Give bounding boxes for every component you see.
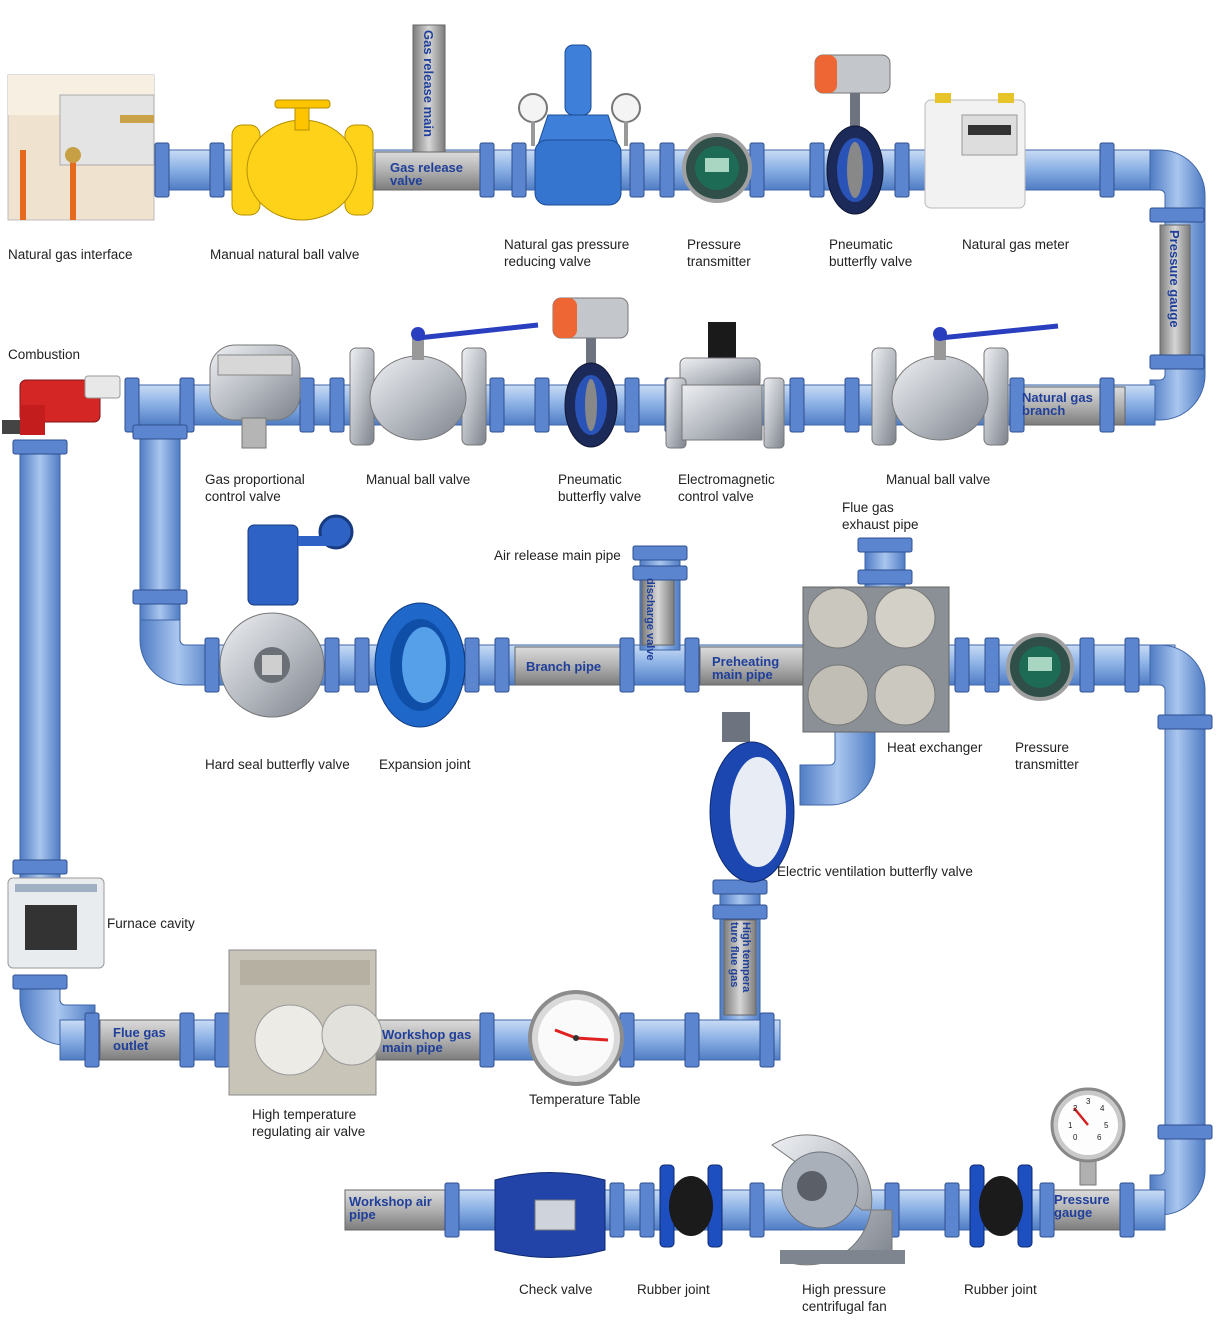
label-pneumatic-butterfly-top: Pneumatic butterfly valve: [829, 237, 913, 269]
pressure-transmitter-mid-icon: [1006, 633, 1074, 701]
rubber-joint-left-icon: [659, 1164, 723, 1248]
label-heat-exchanger: Heat exchanger: [887, 740, 983, 755]
label-pneumatic-butterfly-mid: Pneumatic butterfly valve: [558, 472, 642, 504]
pipe-label-workshop-gas-1: Workshop gas: [382, 1027, 471, 1042]
pneumatic-butterfly-valve-mid-icon: [552, 297, 629, 448]
label-hard-seal-butterfly: Hard seal butterfly valve: [205, 757, 350, 772]
pipe-label-workshop-air-2: pipe: [349, 1207, 376, 1222]
pipe-labels: Gas release main Gas release valve Press…: [113, 30, 1182, 1222]
label-pressure-transmitter-mid: Pressure transmitter: [1015, 740, 1079, 772]
pipe-label-high-temp-2: ture flue gas: [728, 922, 740, 987]
label-rubber-joint-left: Rubber joint: [637, 1282, 710, 1297]
pressure-transmitter-top-icon: [682, 133, 752, 203]
pipe-label-flue-gas-outlet-2: outlet: [113, 1038, 149, 1053]
label-high-temp-air-valve: High temperature regulating air valve: [252, 1107, 366, 1139]
gauge-tick-4: 4: [1100, 1104, 1105, 1113]
label-check-valve: Check valve: [519, 1282, 593, 1297]
label-natural-gas-interface: Natural gas interface: [8, 247, 133, 262]
hard-seal-butterfly-valve-icon: [219, 514, 354, 718]
pipe-label-flue-gas-outlet-1: Flue gas: [113, 1025, 166, 1040]
pipe-label-gas-release-main: Gas release main: [421, 30, 436, 137]
label-manual-ball-valve-right: Manual ball valve: [886, 472, 991, 487]
label-combustion: Combustion: [8, 347, 81, 362]
natural-gas-interface-photo: [7, 74, 155, 221]
pipe-label-gas-release-valve-2: valve: [390, 173, 423, 188]
centrifugal-fan-icon: [771, 1134, 905, 1266]
label-manual-natural-ball-valve: Manual natural ball valve: [210, 247, 360, 262]
rubber-joint-right-icon: [969, 1164, 1033, 1248]
expansion-joint-icon: [374, 602, 466, 728]
label-temperature-table: Temperature Table: [529, 1092, 641, 1107]
label-centrifugal-fan: High pressure centrifugal fan: [802, 1282, 887, 1314]
electromagnetic-valve-icon: [665, 322, 785, 449]
pipe-label-pressure-gauge-bottom-1: Pressure: [1054, 1192, 1110, 1207]
gauge-tick-2: 2: [1073, 1104, 1078, 1113]
label-gas-proportional-valve: Gas proportional control valve: [205, 472, 305, 504]
electric-ventilation-valve-icon: [709, 712, 795, 883]
pipe-label-workshop-air-1: Workshop air: [349, 1194, 432, 1209]
flanges: [12, 142, 1213, 1238]
gauge-tick-3: 3: [1086, 1097, 1091, 1106]
pressure-gauge-bottom-icon: 1 2 3 4 5 6 0: [1050, 1087, 1126, 1186]
gauge-tick-5: 5: [1104, 1121, 1109, 1130]
pipe-label-preheating-2: main pipe: [712, 667, 773, 682]
heat-exchanger-photo: [802, 586, 950, 733]
gauge-tick-0: 0: [1073, 1133, 1078, 1142]
pipe-label-preheating-1: Preheating: [712, 654, 779, 669]
label-rubber-joint-right: Rubber joint: [964, 1282, 1037, 1297]
label-electromagnetic-valve: Electromagnetic control valve: [678, 472, 775, 504]
furnace-cavity-icon: [7, 877, 105, 969]
label-flue-gas-exhaust-pipe: Flue gas exhaust pipe: [842, 500, 919, 532]
pipe-label-branch-pipe: Branch pipe: [526, 659, 601, 674]
temperature-table-icon: [528, 990, 624, 1086]
natural-gas-meter-icon: [924, 93, 1026, 209]
pipe-label-discharge-valve: discharge valve: [644, 578, 656, 661]
combustion-burner-icon: [2, 375, 121, 435]
pipe-label-natural-gas-branch-1: Natural gas: [1022, 390, 1093, 405]
gas-proportional-valve-icon: [209, 344, 301, 449]
label-natural-gas-meter: Natural gas meter: [962, 237, 1070, 252]
gauge-tick-1: 1: [1068, 1121, 1073, 1130]
pneumatic-butterfly-valve-top-icon: [814, 54, 891, 215]
pipe-label-high-temp-1: High tempera: [740, 922, 752, 993]
gauge-tick-6: 6: [1097, 1133, 1102, 1142]
label-furnace-cavity: Furnace cavity: [107, 916, 195, 931]
check-valve-icon: [494, 1172, 606, 1258]
pipe-label-pressure-gauge: Pressure gauge: [1167, 230, 1182, 328]
label-air-release-main-pipe: Air release main pipe: [494, 548, 621, 563]
manual-ball-valve-left-icon: [349, 322, 539, 446]
label-pressure-transmitter-top: Pressure transmitter: [687, 237, 751, 269]
manual-natural-ball-valve-icon: [231, 99, 374, 221]
label-pressure-reducing-valve: Natural gas pressure reducing valve: [504, 237, 630, 269]
pipe-label-gas-release-valve-1: Gas release: [390, 160, 463, 175]
high-temp-air-valve-photo: [228, 949, 383, 1096]
pipe-label-pressure-gauge-bottom-2: gauge: [1054, 1205, 1092, 1220]
label-electric-ventilation-valve: Electric ventilation butterfly valve: [777, 864, 973, 879]
manual-ball-valve-right-icon: [871, 323, 1059, 446]
pipe-label-workshop-gas-2: main pipe: [382, 1040, 443, 1055]
pressure-reducing-valve-icon: [518, 44, 641, 206]
label-manual-ball-valve-left: Manual ball valve: [366, 472, 471, 487]
pipe-label-natural-gas-branch-2: branch: [1022, 403, 1065, 418]
label-expansion-joint: Expansion joint: [379, 757, 471, 772]
